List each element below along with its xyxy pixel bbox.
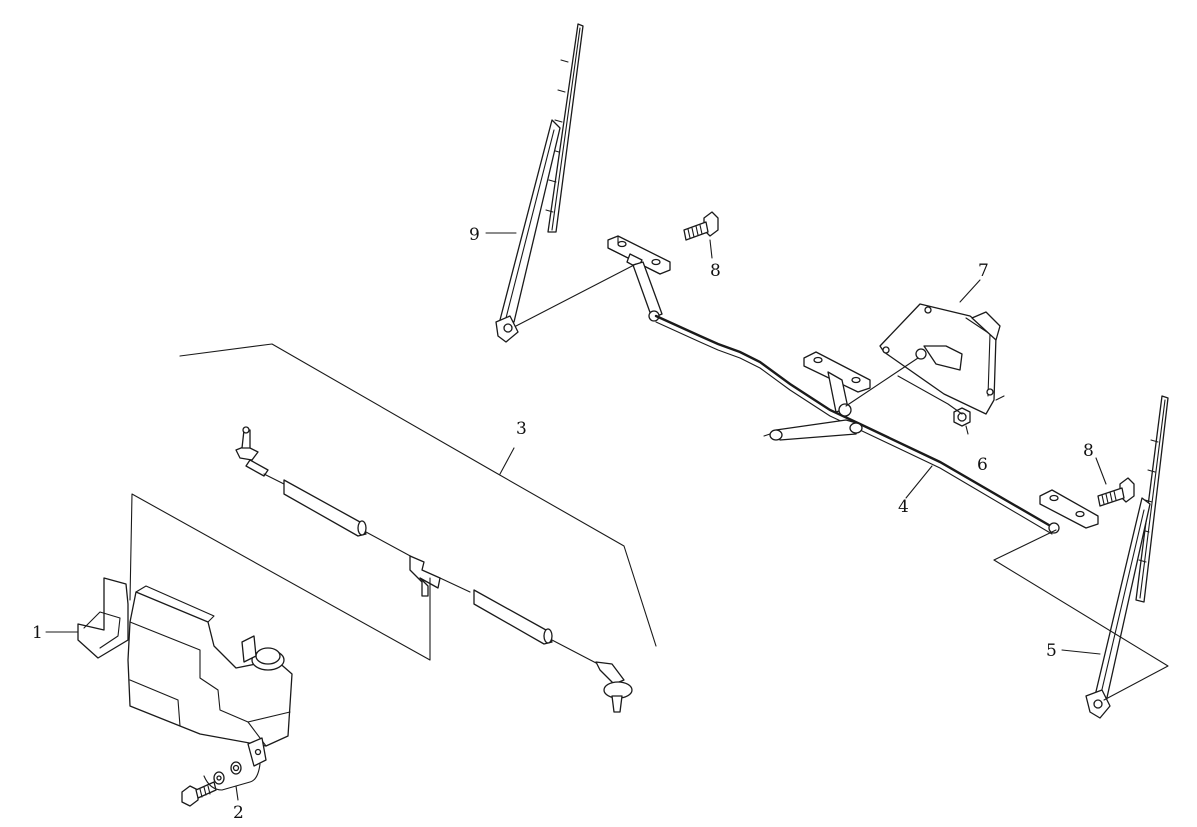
left-wiper-arm (495, 119, 561, 343)
leader-5 (1061, 649, 1101, 655)
pivot-bolt-top (683, 211, 719, 241)
motor-nut (953, 407, 971, 427)
leader-3 (499, 447, 515, 475)
right-wiper-arm (1085, 497, 1151, 719)
left-pivot-bracket (607, 235, 671, 322)
callout-7: 7 (978, 261, 989, 281)
callout-6: 6 (977, 455, 988, 475)
right-wiper-blade (1135, 395, 1169, 603)
reservoir-fasteners (181, 761, 261, 807)
callout-4: 4 (898, 497, 909, 517)
wiper-motor-plate (879, 303, 1001, 415)
callout-8-right: 8 (1083, 441, 1094, 461)
callout-5: 5 (1046, 641, 1057, 661)
callout-9: 9 (469, 225, 480, 245)
callout-3: 3 (516, 419, 527, 439)
wiper-linkage (654, 314, 1099, 535)
callout-1: 1 (32, 623, 43, 643)
leader-lines (45, 232, 1169, 801)
washer-hose-assembly (235, 426, 633, 713)
leader-6 (965, 425, 969, 435)
leader-7 (959, 279, 981, 303)
leader-4 (905, 465, 933, 499)
washer-reservoir (77, 577, 293, 767)
left-wiper-blade (545, 23, 584, 233)
leader-8-top (709, 239, 713, 259)
leader-8-right (1095, 457, 1107, 485)
right-wiper-assembly (1085, 395, 1169, 719)
leader-2 (235, 785, 239, 801)
callout-2: 2 (233, 803, 244, 823)
pivot-bolt-right (1097, 477, 1135, 507)
left-wiper-assembly (495, 23, 584, 343)
callout-labels: 1 2 3 4 5 6 7 8 8 9 (32, 225, 1094, 823)
callout-8-top: 8 (710, 261, 721, 281)
